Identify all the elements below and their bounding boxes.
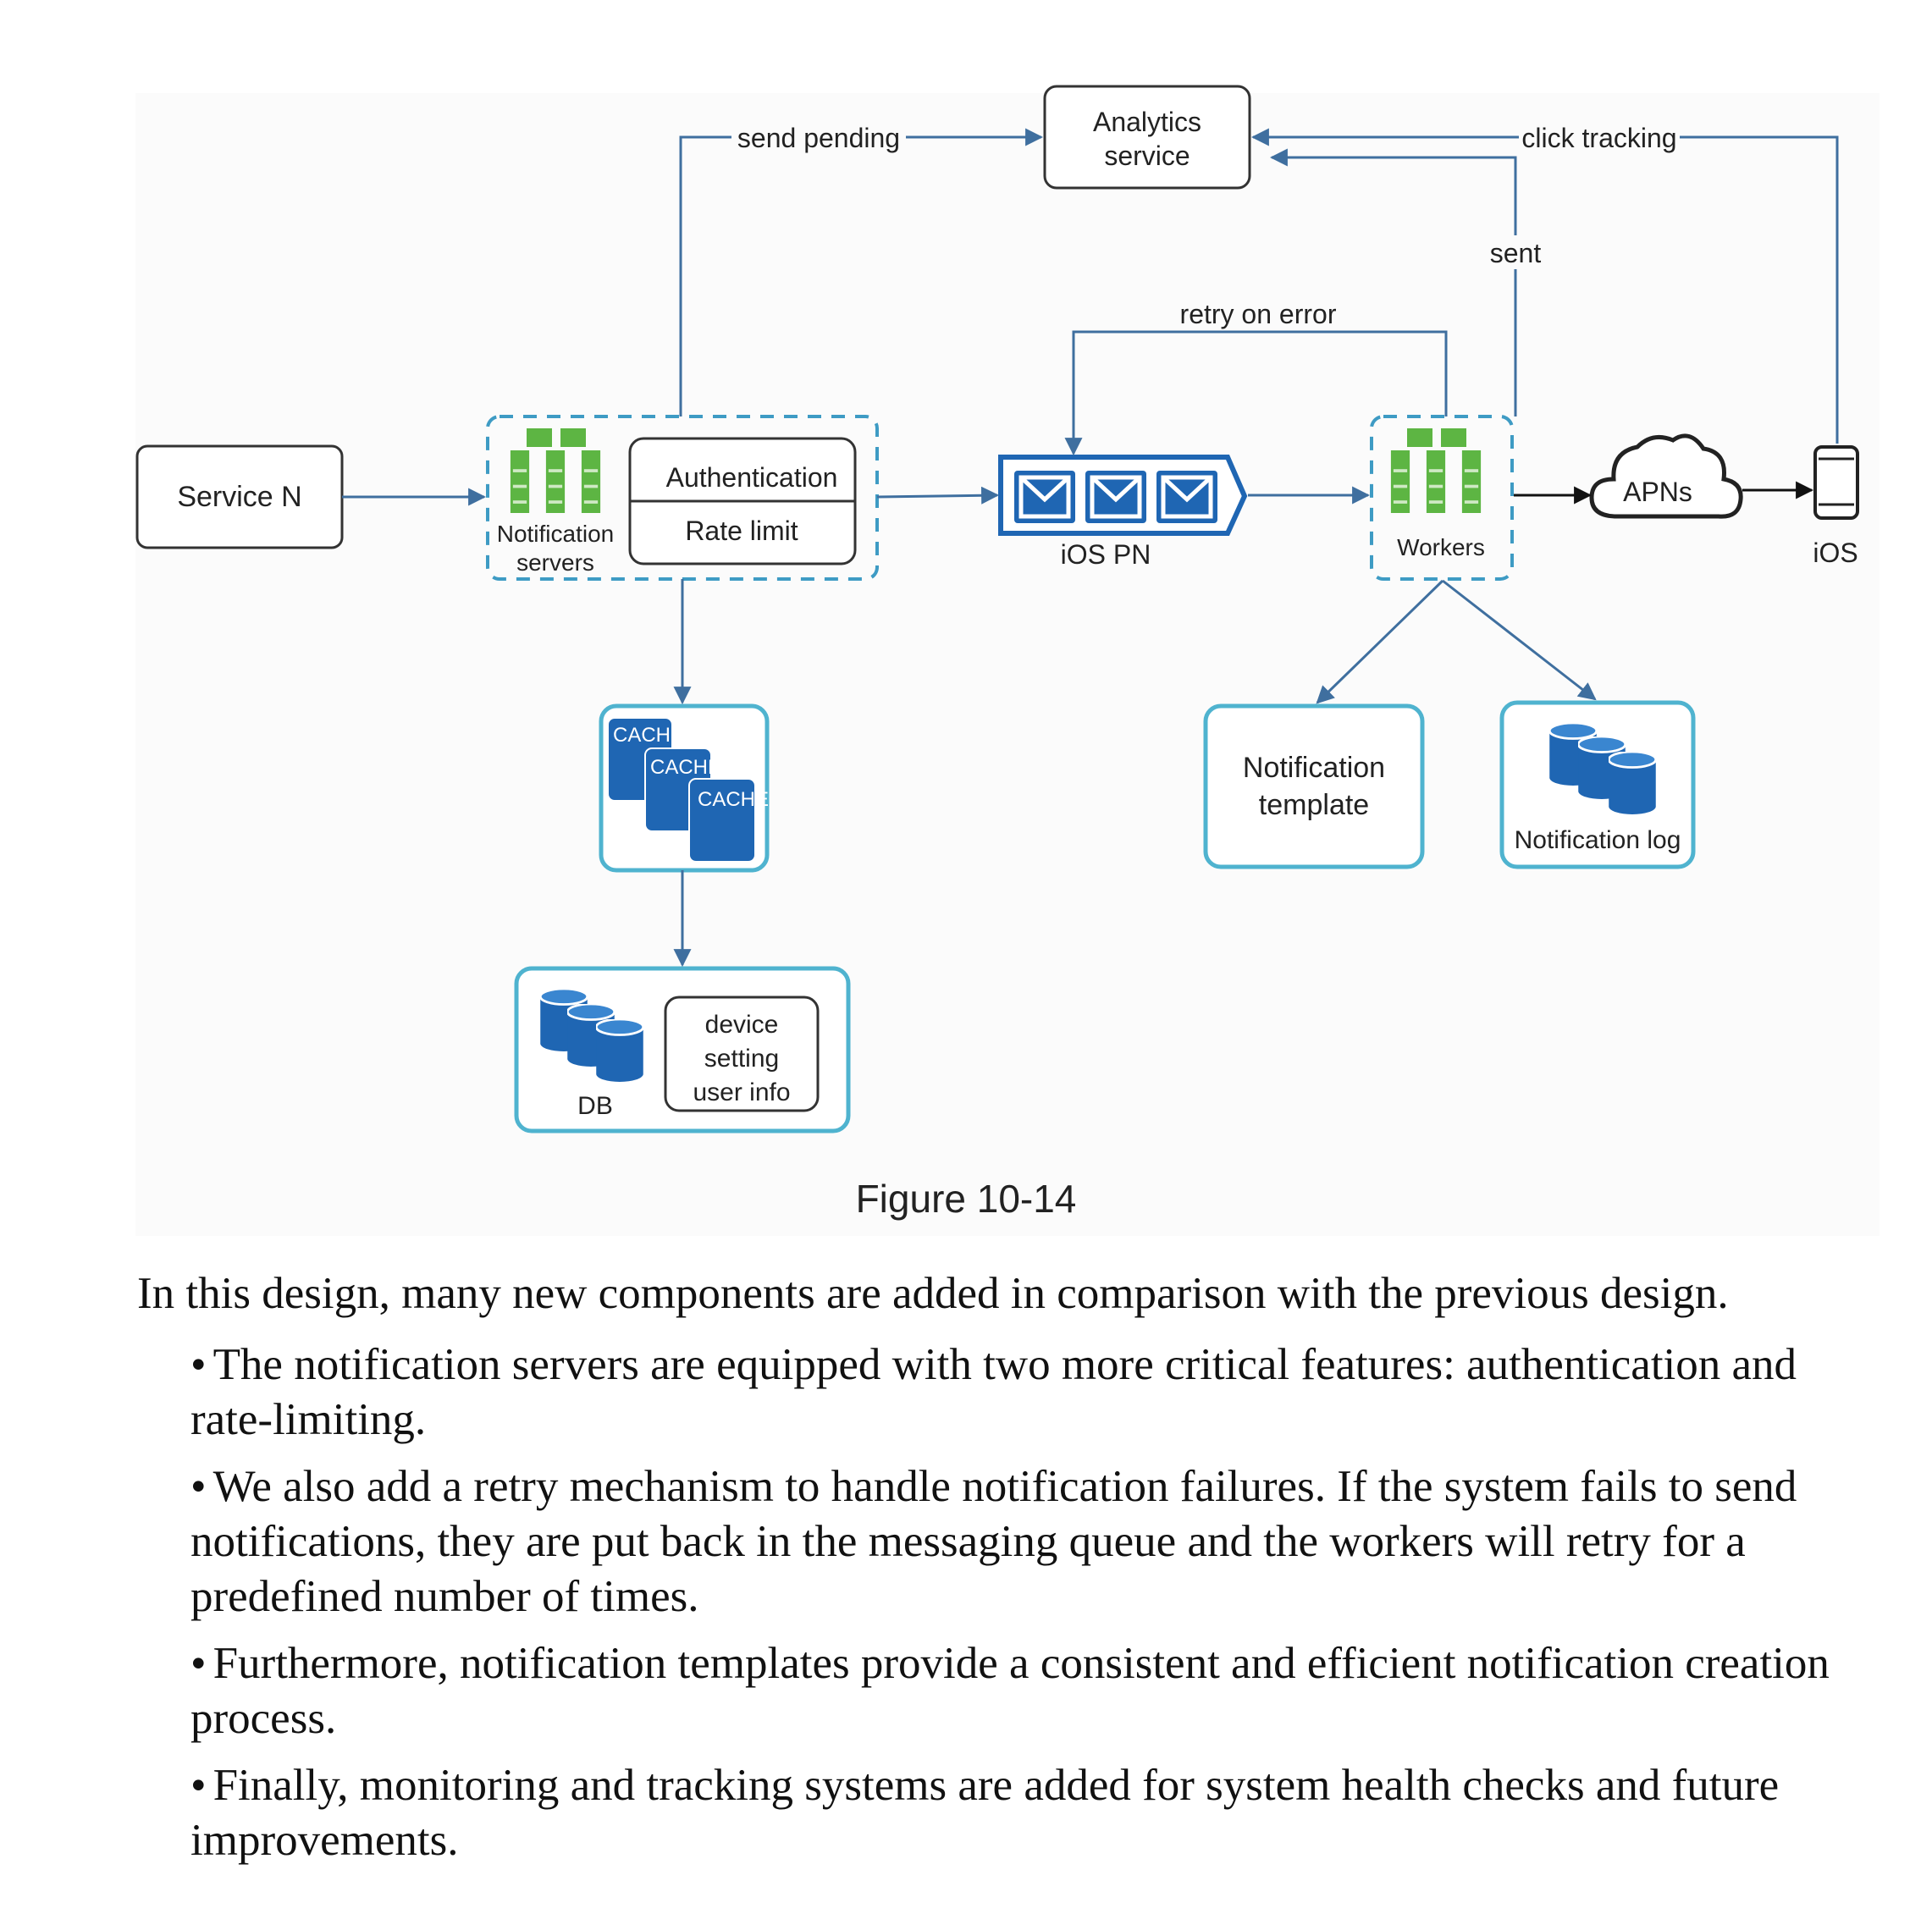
db-info-device: device [705,1011,779,1039]
retry-on-error-label: retry on error [1180,299,1337,329]
send-pending-label: send pending [737,123,900,153]
bullet-list: •The notification servers are equipped w… [137,1338,1881,1868]
edge-click-tracking [1250,128,1839,444]
cache-label-3: CACHE [698,788,769,811]
bullet-text: Finally, monitoring and tracking systems… [190,1761,1780,1865]
edge-labels: send pending click tracking sent retry o… [731,120,1680,329]
analytics-service-node: Analytics service [1043,85,1251,190]
list-item: •We also add a retry mechanism to handle… [190,1459,1881,1624]
bullet-text: We also add a retry mechanism to handle … [190,1462,1797,1621]
edge-send-pending [679,128,1044,416]
bullet-text: Furthermore, notification templates prov… [190,1639,1830,1743]
workers-label: Workers [1397,534,1485,560]
db-info-box [664,996,820,1112]
edge-workers-to-log [1442,579,1597,701]
notification-template-node: Notification template [1203,703,1425,869]
edge-retry-on-error [1064,330,1448,456]
workers-icon [1390,428,1482,513]
body-text: In this design, many new components are … [137,1261,1881,1868]
ios-label: iOS [1813,538,1857,568]
db-info-setting: setting [704,1045,779,1073]
list-item: •The notification servers are equipped w… [190,1338,1881,1448]
notification-servers-icon [510,428,601,513]
edge-servers-to-queue [876,486,1000,505]
list-item: •Furthermore, notification templates pro… [190,1636,1881,1746]
apns-cloud: APNs [1589,433,1743,519]
service-n-node: Service N [135,444,344,549]
architecture-diagram: Service N Notification servers Authentic… [135,85,1880,1236]
bullet-dot: • [190,1639,207,1688]
ios-pn-queue: iOS PN [998,455,1248,570]
template-label: Notification [1243,752,1385,784]
cloud-icon [1589,433,1743,519]
authentication-label: Authentication [666,462,838,493]
cache-label-2: CACHE [650,756,721,779]
bullet-dot: • [190,1761,207,1810]
figure-background [135,93,1880,1236]
notification-log-label: Notification log [1515,826,1681,854]
connectors [342,128,1839,968]
notification-log-node: Notification log [1499,700,1696,869]
figure-caption: Figure 10-14 [855,1177,1077,1221]
notification-servers-label-2: servers [516,549,594,576]
db-node: DB device setting user info [514,966,851,1133]
intro-paragraph: In this design, many new components are … [137,1269,1729,1318]
ios-pn-label: iOS PN [1061,539,1151,570]
analytics-label-2: service [1104,141,1190,171]
edge-sent [1269,148,1517,416]
edge-workers-to-template [1316,579,1444,704]
bullet-dot: • [190,1462,207,1511]
db-info-user-info: user info [693,1078,790,1106]
ios-device: iOS [1813,445,1859,568]
rate-limit-label: Rate limit [685,516,798,546]
phone-icon [1813,445,1859,520]
notification-servers-label: Notification [497,521,615,547]
bullet-dot: • [190,1340,207,1389]
list-item: •Finally, monitoring and tracking system… [190,1758,1881,1868]
service-n-label: Service N [177,481,301,513]
db-label: DB [577,1092,613,1120]
sent-label: sent [1490,238,1542,268]
cache-label-1: CACHE [613,724,684,747]
notification-servers-group: Notification servers Authentication Rate… [486,415,879,581]
bullet-text: The notification servers are equipped wi… [190,1340,1797,1444]
template-label-2: template [1259,789,1369,821]
analytics-label: Analytics [1093,107,1201,137]
workers-group: Workers [1370,415,1514,581]
cache-node: CACHE CACHE CACHE [599,703,770,873]
apns-label: APNs [1623,477,1692,507]
click-tracking-label: click tracking [1521,123,1676,153]
